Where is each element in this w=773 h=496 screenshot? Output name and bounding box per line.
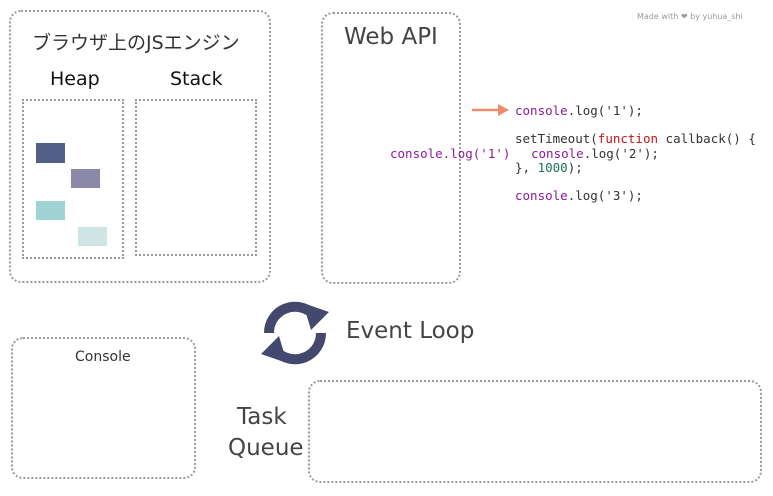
code-line-1: console.log('1'); <box>515 103 643 118</box>
web-api-title: Web API <box>344 24 438 50</box>
stack-area <box>135 99 257 256</box>
task-queue-label-line2: Queue <box>228 435 304 461</box>
heap-object <box>71 169 100 188</box>
task-queue-panel <box>308 380 762 483</box>
code-line-5: console.log('3'); <box>515 188 643 203</box>
event-loop-label: Event Loop <box>346 318 475 344</box>
heap-object <box>78 227 107 246</box>
web-api-item-text: console.log('1') <box>390 146 511 161</box>
code-line-4: }, 1000); <box>515 160 583 175</box>
heap-label: Heap <box>50 68 100 90</box>
code-line-2: setTimeout(function callback() { <box>515 131 756 146</box>
event-loop-icon <box>261 301 329 365</box>
console-panel <box>11 337 196 479</box>
credit-text: Made with ❤ by yuhua_shi <box>637 12 743 21</box>
web-api-panel <box>321 12 461 284</box>
code-line-3: console.log('2'); <box>531 146 659 161</box>
task-queue-label-line1: Task <box>237 404 287 430</box>
js-engine-title: ブラウザ上のJSエンジン <box>32 32 240 54</box>
current-line-arrow-icon <box>472 104 509 116</box>
heap-area <box>22 99 124 259</box>
stack-label: Stack <box>170 68 223 90</box>
heap-object <box>36 143 65 163</box>
console-title: Console <box>75 349 131 365</box>
heap-object <box>36 201 65 220</box>
js-engine-panel <box>9 10 271 283</box>
web-api-item: console.log('1') <box>390 146 510 161</box>
